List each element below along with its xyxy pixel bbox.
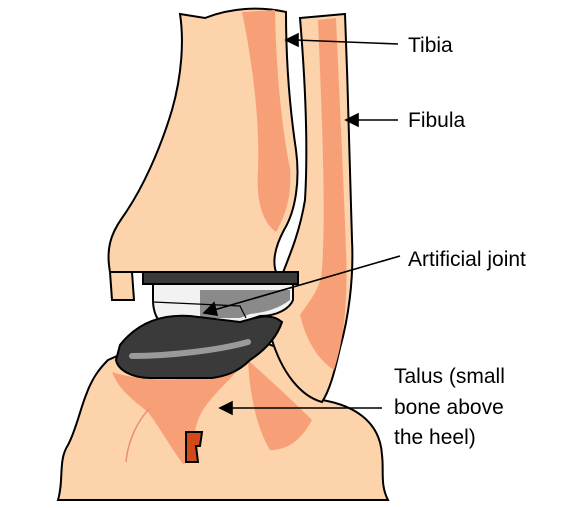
label-talus-line3: the heel) <box>394 426 476 449</box>
artificial-joint-tibial-component <box>143 272 298 322</box>
label-fibula: Fibula <box>408 109 466 132</box>
label-talus-line1: Talus (small <box>394 365 505 388</box>
label-talus-line2: bone above <box>394 396 504 419</box>
label-tibia: Tibia <box>408 34 453 57</box>
tibia-bone <box>109 9 298 300</box>
label-artificial-joint: Artificial joint <box>408 248 526 271</box>
